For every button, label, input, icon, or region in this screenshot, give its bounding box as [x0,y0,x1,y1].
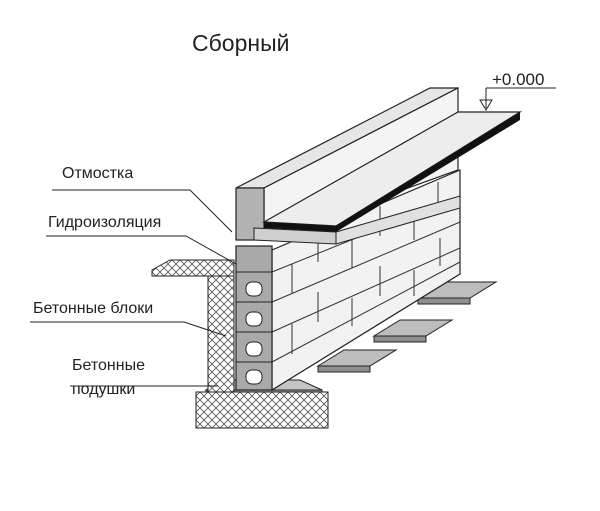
floor-slab [261,111,523,232]
elevation-mark: +0.000 [492,70,545,89]
waterproofing-ledge [253,195,461,245]
concrete-block-wall [271,169,461,392]
label-betonnye-podushki-2: подушки [72,381,136,398]
label-gidroizolyaciya: Гидроизоляция [48,214,162,231]
elevation-marker [479,87,556,111]
leader-lines [30,189,237,387]
diagram-title: Сборный [192,30,290,56]
label-betonnye-podushki-1: Бетонные [72,357,145,374]
wall-end-section [235,245,273,391]
label-otmostka: Отмостка [62,165,134,182]
label-betonnye-bloki: Бетонные блоки [33,300,154,317]
